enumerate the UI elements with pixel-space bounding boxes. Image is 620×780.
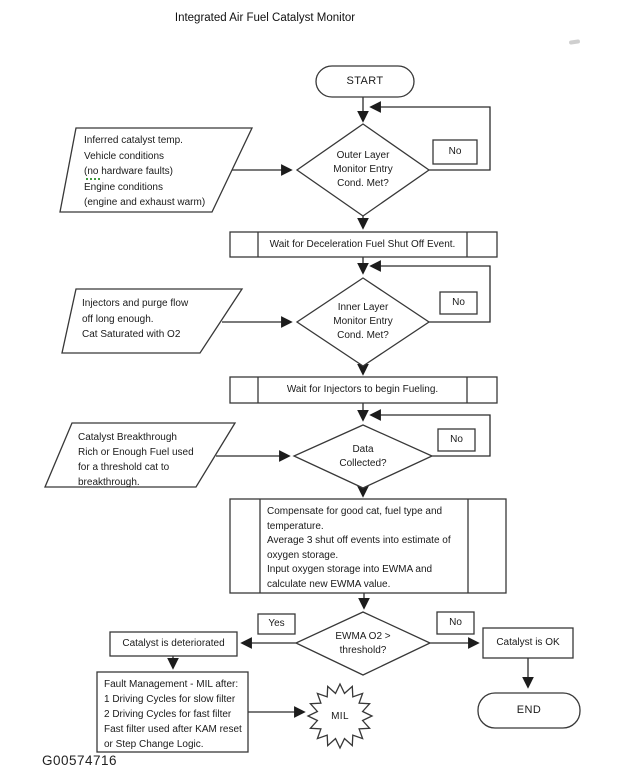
ewma-decision-diamond [294, 611, 432, 676]
fault-line: Fault Management - MIL after: [104, 679, 239, 690]
no-box-ewma [436, 611, 475, 635]
breakthrough-line: breakthrough. [78, 477, 140, 488]
no-branch-label: No [448, 146, 462, 157]
outer-decision-line: Outer Layer [336, 150, 390, 161]
catalyst-ok-box [482, 627, 574, 659]
fault-management-label: Fault Management - MIL after: 1 Driving … [104, 677, 246, 752]
no-box-data [437, 428, 476, 452]
fault-line: Fast filter used after KAM reset [104, 724, 242, 735]
no-branch-label: No [449, 617, 462, 628]
outer-decision-label: Outer Layer Monitor Entry Cond. Met? [297, 149, 429, 191]
outer-decision-line: Monitor Entry [333, 164, 393, 175]
inputs-outer-line: Engine conditions [84, 181, 163, 193]
no-box-outer [432, 139, 478, 165]
inner-decision-line: Inner Layer [337, 302, 389, 313]
inputs-outer-line: Vehicle conditions [84, 150, 165, 162]
outer-decision-diamond [295, 123, 431, 217]
inputs-inner-label: Injectors and purge flow off long enough… [82, 296, 242, 343]
compute-ewma-label: Compensate for good cat, fuel type and t… [267, 505, 502, 592]
catalyst-deteriorated-box [109, 631, 238, 657]
ewma-decision-line: EWMA O2 > [335, 631, 391, 642]
fault-management-box [96, 671, 249, 753]
inputs-inner-line: off long enough. [82, 313, 154, 325]
inputs-outer-parallelogram [59, 127, 254, 213]
fault-line: 1 Driving Cycles for slow filter [104, 694, 236, 705]
inputs-outer-line: (engine and exhaust warm) [84, 197, 206, 208]
compute-line: Average 3 shut off events into estimate … [267, 535, 451, 546]
compute-ewma-box [229, 498, 507, 594]
connector-no-loop-inner [369, 260, 491, 323]
page-title: Integrated Air Fuel Catalyst Monitor [174, 12, 356, 24]
start-terminal-shape [315, 65, 415, 98]
data-decision-label: Data Collected? [297, 443, 429, 471]
inputs-outer-label: Inferred catalyst temp. Vehicle conditio… [84, 133, 244, 211]
yes-box [257, 613, 296, 635]
inner-decision-line: Cond. Met? [337, 330, 389, 341]
yes-branch-label: Yes [268, 618, 285, 629]
data-decision-line: Data [352, 444, 374, 455]
inner-decision-line: Monitor Entry [333, 316, 393, 327]
wait-injectors-label: Wait for Injectors to begin Fueling. [286, 384, 439, 395]
inputs-inner-line: Injectors and purge flow [82, 298, 189, 309]
breakthrough-line: Rich or Enough Fuel used [78, 447, 194, 458]
ewma-decision-line: threshold? [339, 645, 387, 656]
spellcheck-squiggle [86, 175, 100, 180]
wait-decel-box [229, 231, 498, 258]
compute-line: temperature. [267, 520, 324, 532]
compute-line: Input oxygen storage into EWMA and [267, 564, 433, 575]
inputs-inner-line: Cat Saturated with O2 [82, 329, 181, 340]
data-decision-line: Collected? [339, 458, 387, 469]
ewma-decision-label: EWMA O2 > threshold? [296, 630, 430, 658]
breakthrough-parallelogram [44, 422, 237, 488]
catalyst-deteriorated-label: Catalyst is deteriorated [122, 638, 225, 649]
breakthrough-line: for a threshold cat to [78, 462, 170, 473]
breakthrough-label: Catalyst Breakthrough Rich or Enough Fue… [78, 430, 238, 490]
inputs-outer-line: Inferred catalyst temp. [84, 135, 183, 146]
no-box-inner [439, 291, 478, 315]
wait-injectors-box [229, 376, 498, 404]
inputs-outer-line: (no hardware faults) [84, 166, 173, 177]
end-terminal-shape [477, 692, 581, 729]
data-decision-diamond [292, 424, 434, 489]
wait-decel-label: Wait for Deceleration Fuel Shut Off Even… [269, 239, 456, 250]
fault-line: 2 Driving Cycles for fast filter [104, 709, 232, 720]
mil-starburst [306, 682, 374, 750]
end-terminal-label: END [516, 704, 542, 716]
no-branch-label: No [450, 434, 463, 445]
fault-line: or Step Change Logic. [104, 739, 204, 750]
mil-starburst-label: MIL [331, 711, 349, 722]
inputs-inner-parallelogram [61, 288, 244, 354]
inner-decision-label: Inner Layer Monitor Entry Cond. Met? [297, 301, 429, 343]
compute-line: calculate new EWMA value. [267, 578, 391, 590]
no-branch-label: No [452, 297, 465, 308]
compute-line: oxygen storage. [267, 549, 339, 561]
connector-no-loop-data [369, 409, 491, 457]
start-terminal-label: START [346, 75, 384, 87]
outer-decision-line: Cond. Met? [337, 178, 389, 189]
inner-decision-diamond [295, 277, 431, 367]
catalyst-ok-label: Catalyst is OK [496, 637, 560, 648]
figure-code: G00574716 [42, 753, 118, 768]
breakthrough-line: Catalyst Breakthrough [78, 432, 177, 443]
compute-line: Compensate for good cat, fuel type and [267, 506, 443, 517]
connector-no-loop-outer [369, 101, 491, 171]
